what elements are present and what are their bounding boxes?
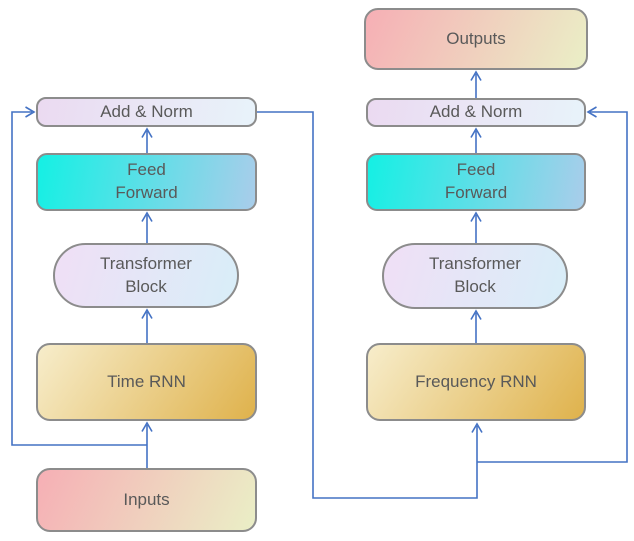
node-time-rnn-label: Time RNN: [107, 371, 186, 391]
node-add-norm-right: Add & Norm: [366, 98, 586, 127]
node-inputs-label: Inputs: [123, 489, 170, 509]
node-feed-forward-right-label: Feed Forward: [444, 160, 508, 202]
node-transformer-block-left: Transformer Block: [53, 243, 239, 308]
node-transformer-block-right-label: Transformer Block: [429, 254, 521, 296]
node-transformer-block-right: Transformer Block: [382, 243, 568, 309]
node-time-rnn: Time RNN: [36, 343, 257, 421]
node-add-norm-left: Add & Norm: [36, 97, 257, 127]
node-frequency-rnn-label: Frequency RNN: [415, 371, 537, 391]
node-outputs: Outputs: [364, 8, 588, 70]
node-feed-forward-left: Feed Forward: [36, 153, 257, 211]
node-feed-forward-left-label: Feed Forward: [115, 160, 178, 202]
edge-add-norm-left-to-frequency-rnn: [257, 111, 483, 499]
edge-residual-skip-left: [11, 106, 147, 446]
edge-residual-skip-right: [477, 106, 628, 463]
node-frequency-rnn: Frequency RNN: [366, 343, 586, 421]
node-transformer-block-left-label: Transformer Block: [100, 253, 192, 296]
node-outputs-label: Outputs: [446, 28, 506, 48]
node-add-norm-right-label: Add & Norm: [429, 102, 523, 122]
node-add-norm-left-label: Add & Norm: [100, 101, 193, 121]
node-inputs: Inputs: [36, 468, 257, 532]
node-feed-forward-right: Feed Forward: [366, 153, 586, 211]
